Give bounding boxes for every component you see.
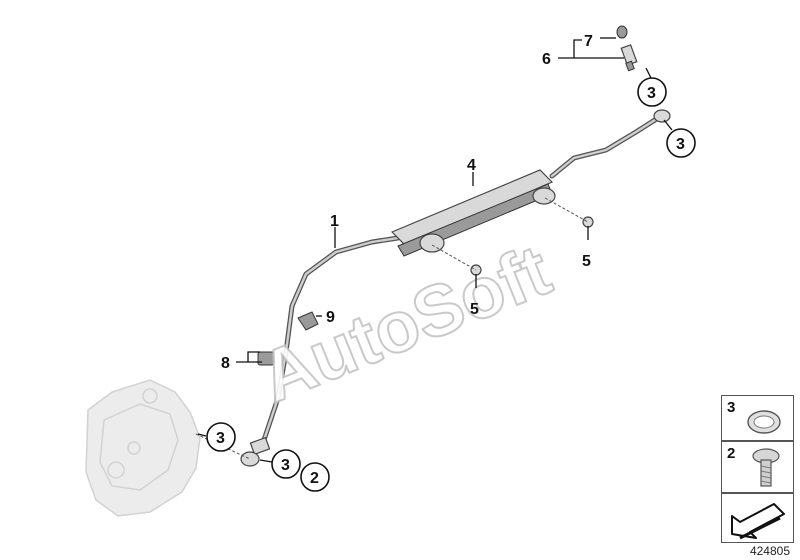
diagram-number: 424805 <box>749 544 790 558</box>
banjo-bolt-icon <box>752 448 780 487</box>
callout-5-right-label: 5 <box>582 253 591 270</box>
leader-lines <box>197 37 673 463</box>
callout-8: 8 <box>221 355 230 372</box>
callout-6-label: 6 <box>542 51 551 68</box>
brake-caliper-ghost <box>85 379 201 517</box>
callout-3-caliper: 3 <box>206 422 236 452</box>
callout-3-upper-label: 3 <box>647 85 656 102</box>
callout-5-left-label: 5 <box>470 301 479 318</box>
banjo-fitting-lower <box>240 436 271 467</box>
pressure-rail-part <box>390 169 556 257</box>
callout-5-left: 5 <box>470 301 479 318</box>
watermark: AutoSoft <box>248 229 562 419</box>
banjo-fitting-upper <box>653 109 671 123</box>
bleed-valve-part <box>620 44 638 72</box>
callout-4-label: 4 <box>467 157 476 174</box>
cap-7-part <box>616 25 628 39</box>
callout-3-right: 3 <box>666 128 696 158</box>
callout-3-upper: 3 <box>637 77 667 107</box>
callout-3-right-label: 3 <box>676 136 685 153</box>
legend-number: 3 <box>727 399 736 416</box>
callout-4: 4 <box>467 157 476 174</box>
callout-7: 7 <box>584 33 593 50</box>
legend-number: 2 <box>727 445 736 462</box>
callout-2: 2 <box>300 462 330 492</box>
screw-5-right-part <box>582 216 594 228</box>
callout-1: 1 <box>330 213 339 230</box>
callout-3-caliper-label: 3 <box>216 430 225 447</box>
arrow-icon <box>731 503 785 540</box>
callout-2-label: 2 <box>310 470 319 487</box>
brake-hose-upper <box>549 115 661 179</box>
brake-hose-lower <box>259 235 401 449</box>
legend-cell-arrow <box>721 493 794 543</box>
callout-6: 6 <box>542 51 551 68</box>
callout-3-lower: 3 <box>271 449 301 479</box>
parts-legend: 3 2 <box>721 395 794 543</box>
callout-7-label: 7 <box>584 33 593 50</box>
watermark-text: AutoSoft <box>249 230 561 418</box>
guide-lines <box>195 197 589 460</box>
legend-cell-banjo-bolt: 2 <box>721 441 794 493</box>
callout-9-label: 9 <box>326 309 335 326</box>
callout-9: 9 <box>326 309 335 326</box>
callout-8-label: 8 <box>221 355 230 372</box>
clip-9-part <box>297 311 319 331</box>
callout-1-label: 1 <box>330 213 339 230</box>
callout-3-lower-label: 3 <box>281 457 290 474</box>
legend-cell-seal-ring: 3 <box>721 395 794 441</box>
seal-ring-icon <box>747 410 781 434</box>
callout-5-right: 5 <box>582 253 591 270</box>
